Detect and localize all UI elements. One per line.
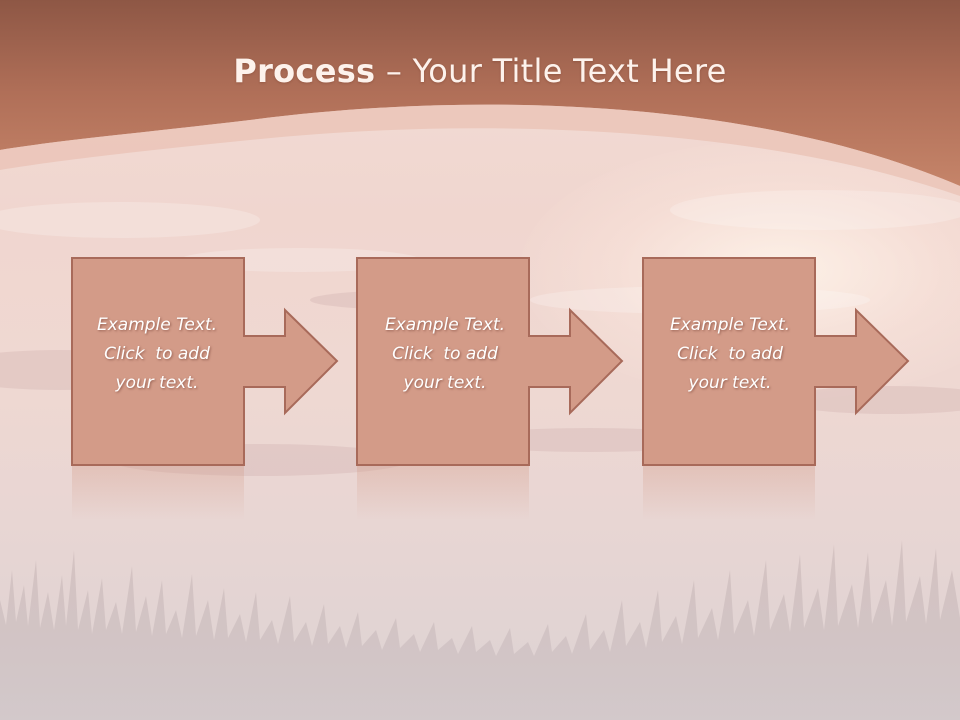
slide-title[interactable]: Process – Your Title Text Here xyxy=(0,52,960,90)
step-2-line-3: your text. xyxy=(403,373,487,393)
step-2-text[interactable]: Example Text. Click to add your text. xyxy=(360,311,530,398)
step-3-line-3: your text. xyxy=(688,373,772,393)
step-3-line-2: Click to add xyxy=(677,344,783,364)
grass-silhouette xyxy=(0,540,960,720)
process-step-2[interactable] xyxy=(356,257,624,520)
step-3-text[interactable]: Example Text. Click to add your text. xyxy=(645,311,815,398)
header-band xyxy=(0,0,960,196)
step-1-line-3: your text. xyxy=(115,373,199,393)
process-step-1[interactable] xyxy=(71,257,339,520)
step-1-text[interactable]: Example Text. Click to add your text. xyxy=(72,311,242,398)
step-2-line-1: Example Text. xyxy=(384,315,506,335)
title-rest: – Your Title Text Here xyxy=(375,52,727,90)
step-3-line-1: Example Text. xyxy=(669,315,791,335)
title-bold: Process xyxy=(233,52,376,90)
step-1-line-2: Click to add xyxy=(104,344,210,364)
process-step-3[interactable] xyxy=(642,257,910,520)
step-2-line-2: Click to add xyxy=(392,344,498,364)
step-1-line-1: Example Text. xyxy=(96,315,218,335)
